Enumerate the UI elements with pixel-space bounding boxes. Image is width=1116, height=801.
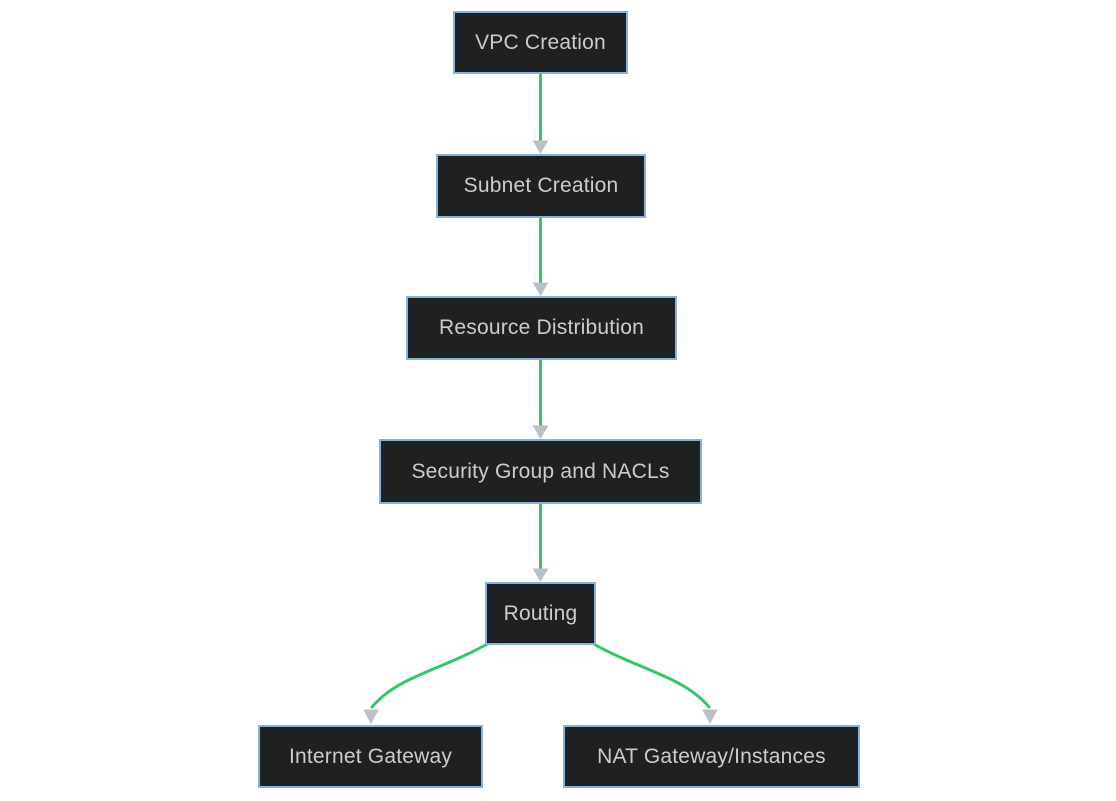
node-internet-gateway: Internet Gateway: [258, 725, 483, 788]
node-security-group-nacls: Security Group and NACLs: [379, 439, 702, 504]
edge-routing-to-igw: [370, 641, 491, 709]
edge-vpc-to-subnet-arrowhead-icon: [532, 140, 549, 154]
node-vpc-creation: VPC Creation: [453, 11, 628, 74]
edge-routing-to-nat: [590, 641, 711, 709]
edge-resource-to-sg-arrowhead-icon: [532, 425, 549, 439]
node-resource-distribution: Resource Distribution: [406, 296, 677, 360]
node-routing: Routing: [485, 582, 596, 645]
edge-subnet-to-resource-arrowhead-icon: [532, 282, 549, 296]
node-subnet-creation: Subnet Creation: [436, 154, 646, 218]
edge-routing-to-igw-arrowhead-icon: [363, 709, 379, 725]
edge-routing-to-nat-arrowhead-icon: [702, 709, 718, 725]
node-nat-gateway-instances: NAT Gateway/Instances: [563, 725, 860, 788]
edge-sg-to-routing-arrowhead-icon: [532, 568, 549, 582]
